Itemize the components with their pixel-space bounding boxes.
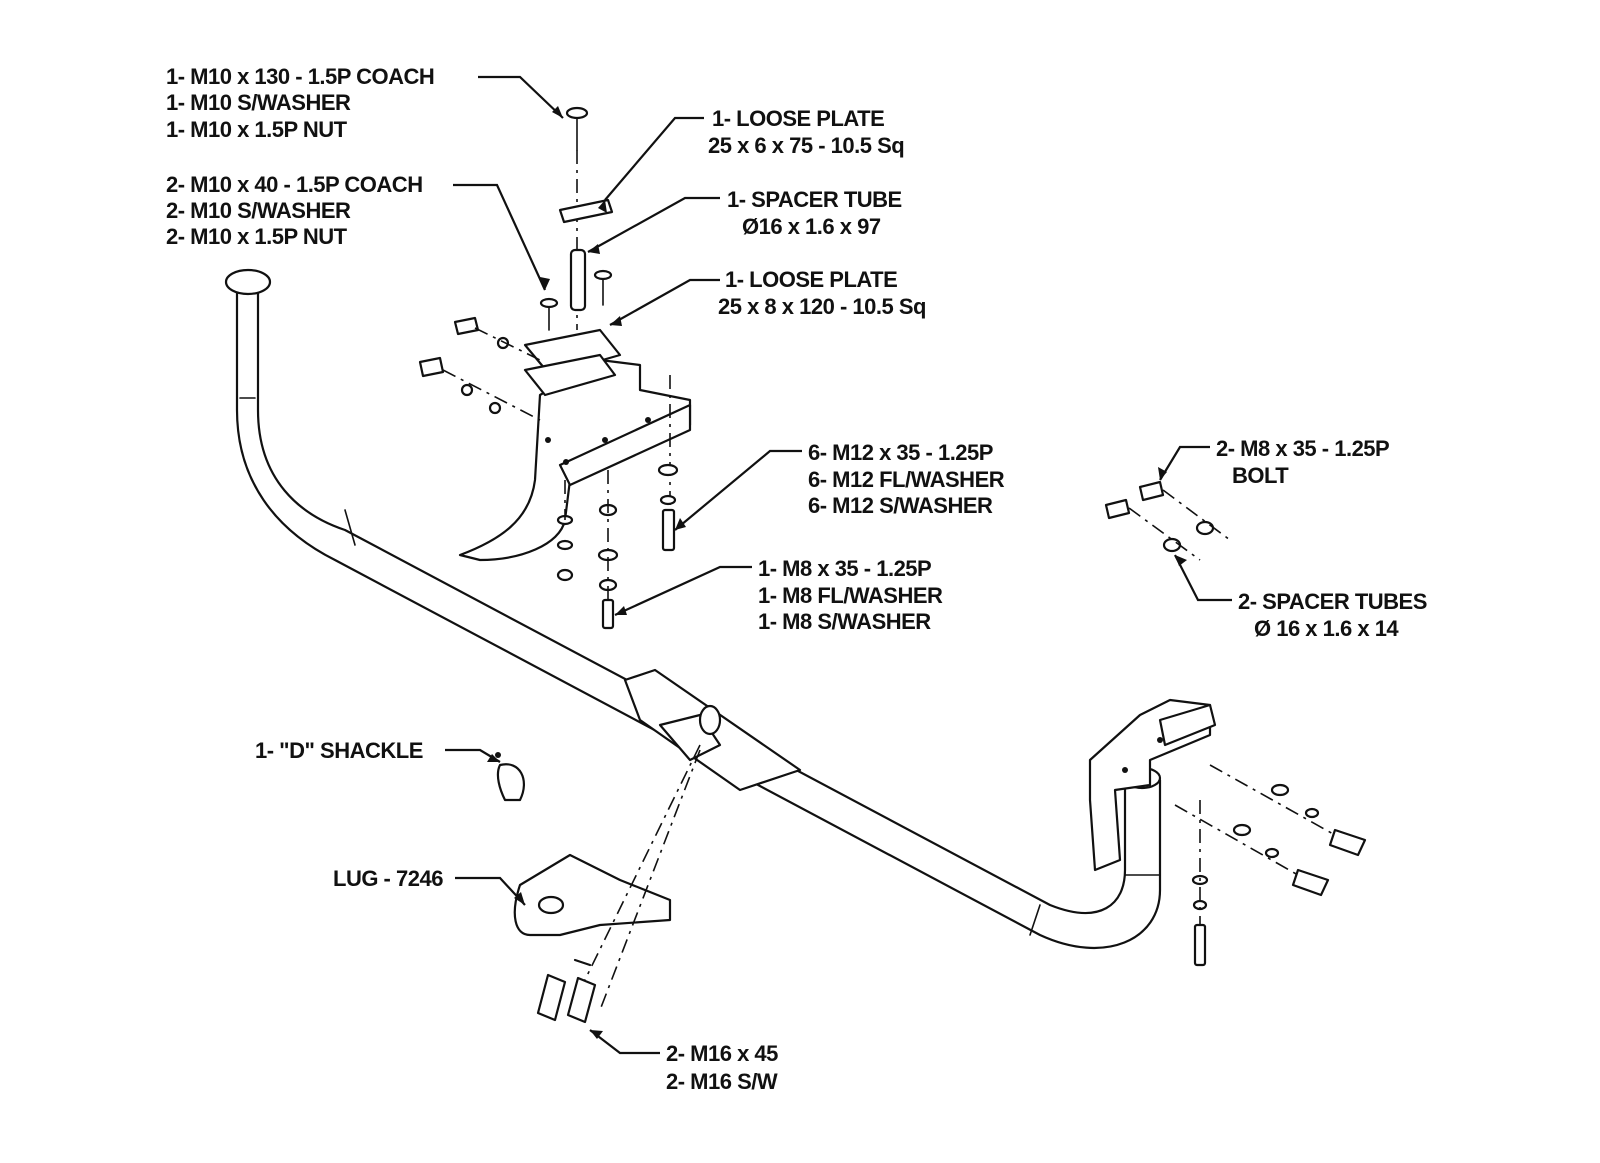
callout-line: 6- M12 FL/WASHER xyxy=(808,467,1005,492)
callout-line: 25 x 8 x 120 - 10.5 Sq xyxy=(718,294,926,319)
callout-coach-bolt-long: 1- M10 x 130 - 1.5P COACH 1- M10 S/WASHE… xyxy=(166,64,435,142)
left-mounting-bracket xyxy=(458,328,692,562)
callout-loose-plate-small: 1- LOOSE PLATE 25 x 6 x 75 - 10.5 Sq xyxy=(708,106,905,158)
callout-line: 1- SPACER TUBE xyxy=(727,187,902,212)
callout-line: LUG - 7246 xyxy=(333,866,443,891)
lug-7246 xyxy=(513,744,701,1011)
callout-line: 2- M8 x 35 - 1.25P xyxy=(1216,436,1389,461)
callout-lug: LUG - 7246 xyxy=(333,866,444,891)
callout-line: Ø 16 x 1.6 x 14 xyxy=(1254,616,1399,641)
leader-lines xyxy=(445,75,1232,1055)
callout-m16-bolts: 2- M16 x 45 2- M16 S/W xyxy=(666,1041,779,1094)
top-fasteners xyxy=(539,106,671,520)
callout-line: 6- M12 S/WASHER xyxy=(808,493,993,518)
callout-line: 1- M8 S/WASHER xyxy=(758,609,931,634)
callout-line: 1- M10 x 1.5P NUT xyxy=(166,117,348,142)
callout-line: 1- "D" SHACKLE xyxy=(255,738,423,763)
callout-spacer-tube-long: 1- SPACER TUBE Ø16 x 1.6 x 97 xyxy=(727,187,902,239)
right-side-bolts xyxy=(1104,480,1367,967)
callout-line: BOLT xyxy=(1232,463,1289,488)
callout-m12-bolts: 6- M12 x 35 - 1.25P 6- M12 FL/WASHER 6- … xyxy=(808,440,1005,518)
callout-m8-bolts-pair: 2- M8 x 35 - 1.25P BOLT xyxy=(1216,436,1390,488)
right-mounting-bracket xyxy=(1088,698,1217,872)
d-shackle xyxy=(495,752,525,802)
callout-line: 2- M10 x 1.5P NUT xyxy=(166,224,348,249)
left-side-bolts xyxy=(418,316,541,421)
callout-spacer-tubes-short: 2- SPACER TUBES Ø 16 x 1.6 x 14 xyxy=(1238,589,1427,641)
callout-line: 25 x 6 x 75 - 10.5 Sq xyxy=(708,133,904,158)
m16-bolts xyxy=(536,958,597,1024)
callout-d-shackle: 1- "D" SHACKLE xyxy=(255,738,423,763)
callout-line: Ø16 x 1.6 x 97 xyxy=(742,214,881,239)
callout-line: 2- M16 S/W xyxy=(666,1069,778,1094)
callout-line: 1- LOOSE PLATE xyxy=(712,106,884,131)
callout-loose-plate-large: 1- LOOSE PLATE 25 x 8 x 120 - 10.5 Sq xyxy=(718,267,926,319)
callout-line: 2- M10 S/WASHER xyxy=(166,198,351,223)
callout-line: 2- M16 x 45 xyxy=(666,1041,778,1066)
callout-line: 1- M10 S/WASHER xyxy=(166,90,351,115)
centre-clamp-plate xyxy=(623,668,802,792)
callout-line: 1- M10 x 130 - 1.5P COACH xyxy=(166,64,434,89)
callout-line: 2- M10 x 40 - 1.5P COACH xyxy=(166,172,423,197)
callout-line: 1- M8 FL/WASHER xyxy=(758,583,943,608)
callout-line: 2- SPACER TUBES xyxy=(1238,589,1427,614)
left-bottom-bolts xyxy=(556,463,679,630)
leader-arrowheads xyxy=(487,106,1187,1039)
callout-m8-bolt-single: 1- M8 x 35 - 1.25P 1- M8 FL/WASHER 1- M8… xyxy=(758,556,944,634)
main-crossbar xyxy=(224,268,1162,950)
callout-line: 1- LOOSE PLATE xyxy=(725,267,897,292)
callout-line: 6- M12 x 35 - 1.25P xyxy=(808,440,993,465)
callout-coach-bolt-short: 2- M10 x 40 - 1.5P COACH 2- M10 S/WASHER… xyxy=(166,172,423,249)
callout-line: 1- M8 x 35 - 1.25P xyxy=(758,556,931,581)
